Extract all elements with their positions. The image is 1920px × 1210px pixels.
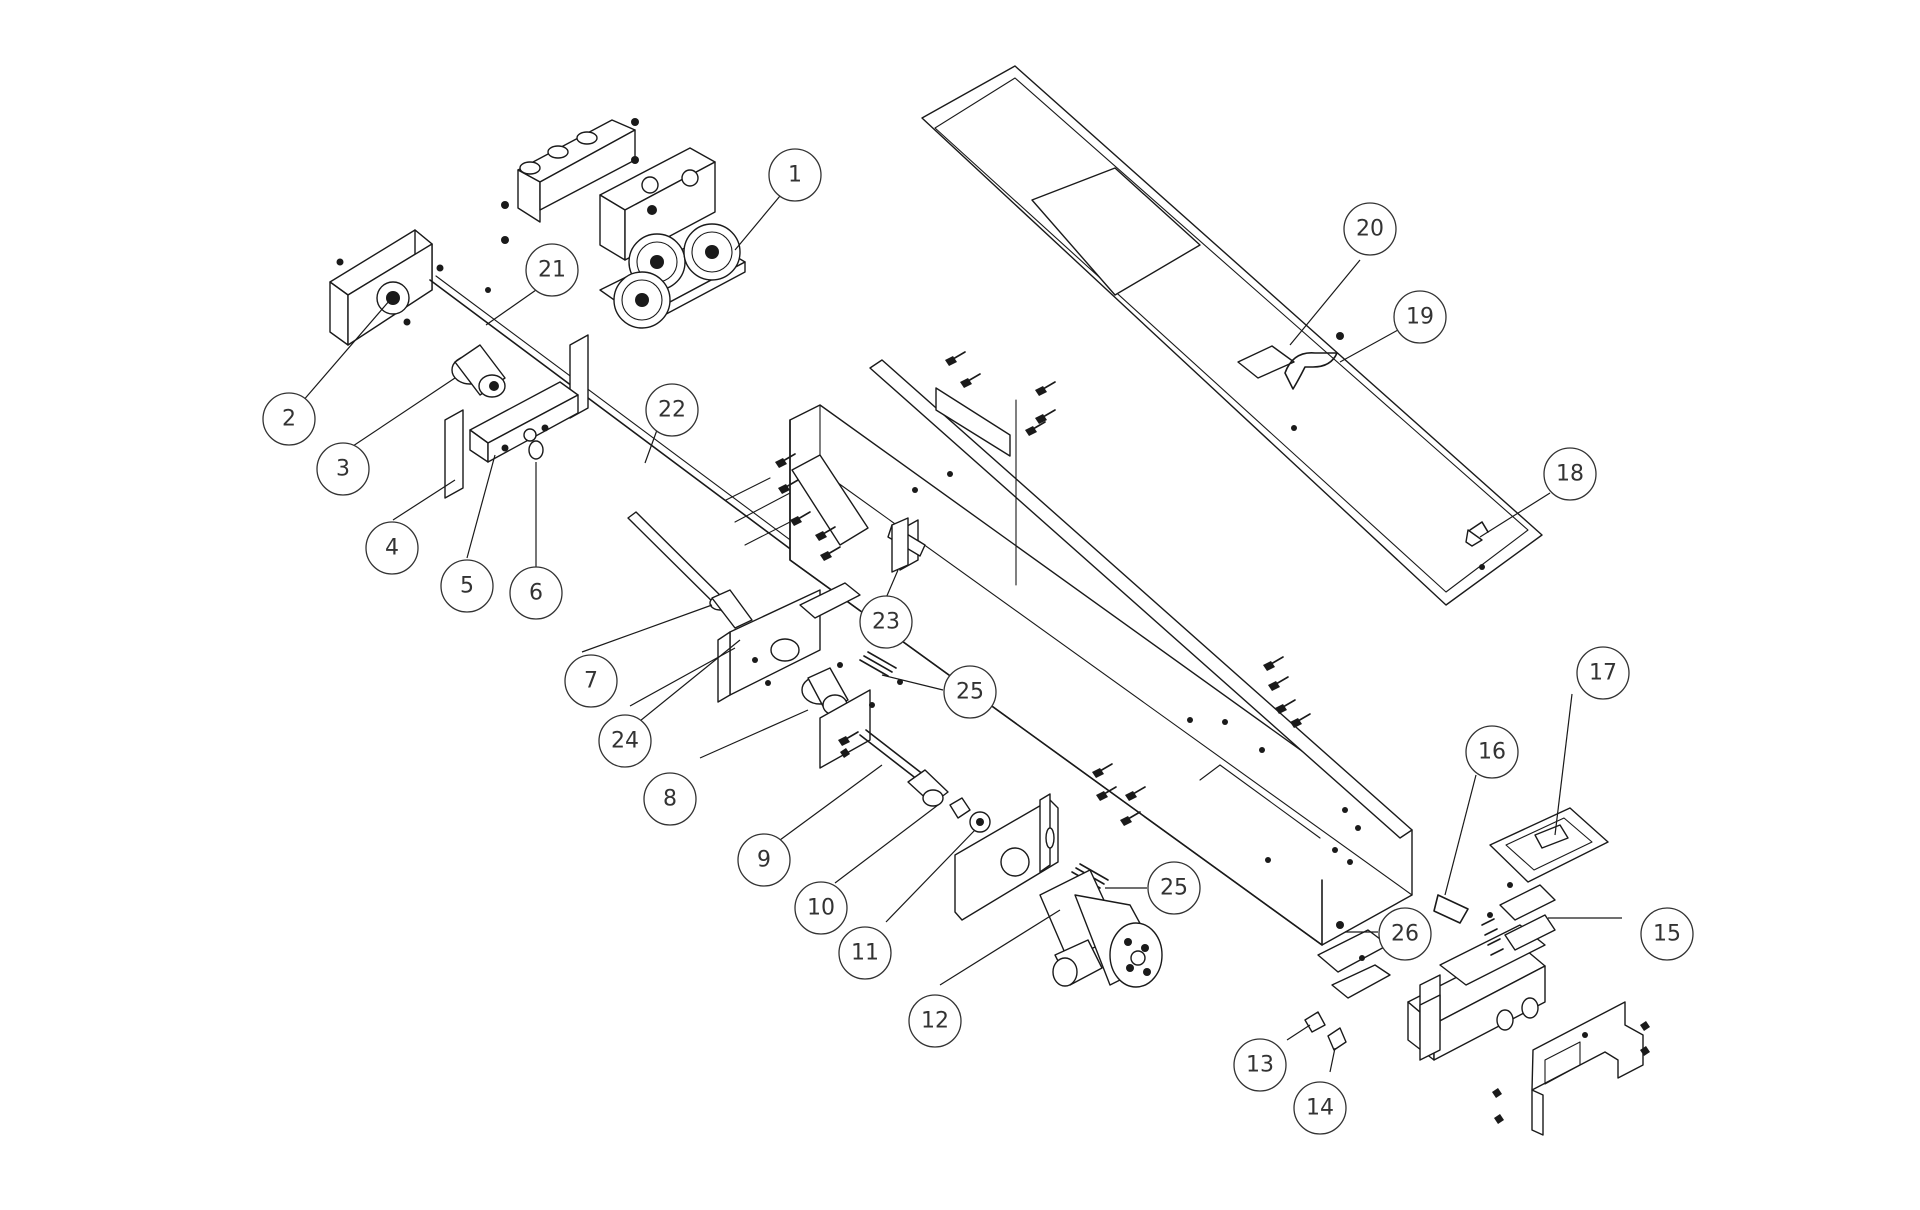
roller-wheels: [613, 223, 741, 329]
callout-6: 6: [509, 566, 563, 620]
motor-pulley: [451, 344, 506, 398]
callout-label: 4: [385, 536, 399, 561]
callout-16: 16: [1465, 725, 1519, 779]
guide-rod: [627, 511, 753, 629]
callout-13: 13: [1233, 1038, 1287, 1092]
gearbox-assembly: [717, 582, 903, 769]
callout-label: 14: [1306, 1096, 1334, 1121]
callout-label: 26: [1391, 922, 1419, 947]
callout-label: 1: [788, 163, 802, 188]
callout-label: 11: [851, 941, 879, 966]
callout-label: 15: [1653, 922, 1681, 947]
callout-label: 19: [1406, 305, 1434, 330]
callout-label: 20: [1356, 217, 1384, 242]
callout-23: 23: [859, 595, 913, 649]
callout-label: 12: [921, 1009, 949, 1034]
callout-label: 3: [336, 457, 350, 482]
callout-12: 12: [908, 994, 962, 1048]
callout-15: 15: [1640, 907, 1694, 961]
callout-25b: 25: [1147, 861, 1201, 915]
callout-22: 22: [645, 383, 699, 437]
top-cover-panel: [921, 65, 1543, 606]
hardware-bolts: [775, 351, 1311, 826]
callout-9: 9: [737, 833, 791, 887]
callout-1: 1: [768, 148, 822, 202]
callout-label: 13: [1246, 1053, 1274, 1078]
callout-7: 7: [564, 654, 618, 708]
idler-bracket: [329, 229, 444, 346]
callout-14: 14: [1293, 1081, 1347, 1135]
callout-label: 18: [1556, 462, 1584, 487]
carriage-assembly: [501, 118, 746, 329]
callout-label: 25: [956, 680, 984, 705]
callout-10: 10: [794, 881, 848, 935]
callout-18: 18: [1543, 447, 1597, 501]
callout-label: 5: [460, 574, 474, 599]
callout-3: 3: [316, 442, 370, 496]
callout-5: 5: [440, 559, 494, 613]
callout-8: 8: [643, 772, 697, 826]
coupling-assembly: [859, 729, 991, 833]
callout-label: 25: [1160, 876, 1188, 901]
callout-2: 2: [262, 392, 316, 446]
motor-assembly: [954, 793, 1163, 988]
callout-label: 16: [1478, 740, 1506, 765]
callout-11: 11: [838, 926, 892, 980]
callout-label: 10: [807, 896, 835, 921]
callout-label: 17: [1589, 661, 1617, 686]
callout-label: 9: [757, 848, 771, 873]
main-beam: [725, 359, 1413, 946]
end-bracket: [1304, 921, 1391, 1051]
leader-lines: [301, 177, 1622, 1073]
callout-label: 6: [529, 581, 543, 606]
callout-21: 21: [525, 243, 579, 297]
callout-20: 20: [1343, 202, 1397, 256]
callout-19: 19: [1393, 290, 1447, 344]
access-cover: [1492, 1001, 1650, 1136]
callout-label: 7: [584, 669, 598, 694]
callout-label: 23: [872, 610, 900, 635]
callout-4: 4: [365, 521, 419, 575]
mount-plates: [444, 287, 589, 499]
callout-label: 8: [663, 787, 677, 812]
callout-17: 17: [1576, 646, 1630, 700]
callout-label: 2: [282, 407, 296, 432]
callout-26: 26: [1378, 907, 1432, 961]
callout-24: 24: [598, 714, 652, 768]
callout-label: 21: [538, 258, 566, 283]
callout-25a: 25: [943, 665, 997, 719]
callout-label: 22: [658, 398, 686, 423]
control-box: [1407, 807, 1609, 1061]
label-plate: [891, 517, 909, 573]
callout-label: 24: [611, 729, 639, 754]
